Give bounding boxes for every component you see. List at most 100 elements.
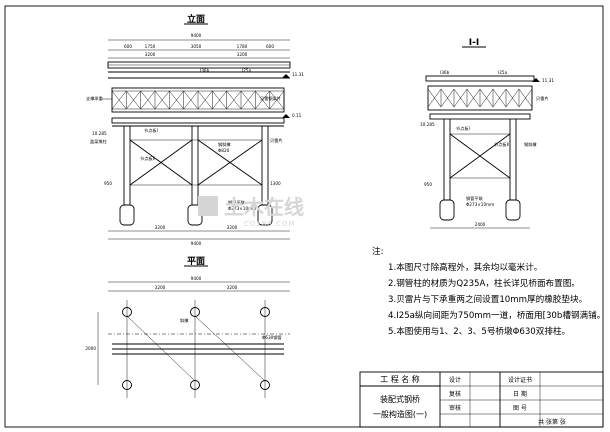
truss-panel-member — [183, 90, 199, 110]
plan-title: 平面 — [187, 256, 205, 267]
plan-label-brace: 斜撑 — [180, 317, 189, 324]
plan-height: 2000 — [85, 346, 96, 351]
elev-dim-total: 9400 — [191, 33, 202, 38]
elev-dim-span-5: 600 — [266, 44, 274, 49]
tb-role-1: 设计 — [449, 376, 461, 384]
section-label-truss: 贝雷片 — [536, 95, 549, 102]
section-label-brace: 钢斜撑 — [524, 141, 537, 148]
section-truss-panel-member — [479, 88, 494, 108]
elev-bottom-total: 9400 — [191, 241, 202, 246]
elev-dim-mid-2: 3200 — [237, 52, 248, 57]
section-truss-panel-member — [466, 88, 481, 108]
note-4: 4.I25a纵向间距为750mm一道，桥面用[30b槽钢满铺。 — [388, 309, 605, 321]
sheet-border — [4, 5, 604, 428]
plan-view: 平面 9400 3200 3200 斜撑 Φ630钢管 2000 — [85, 256, 290, 398]
section-h: 950 — [424, 182, 432, 187]
note-3: 3.贝雷片与下承重两之间设置10mm厚的橡胶垫块。 — [388, 293, 587, 305]
section-truss-panel-member — [518, 88, 533, 108]
section-label-node2: 节点板Ⅱ — [494, 141, 509, 148]
truss-panel-member — [126, 90, 141, 110]
plan-piles — [122, 300, 270, 398]
tb-field-2: 日 期 — [513, 390, 527, 398]
plan-dim-span-1: 3200 — [155, 285, 166, 290]
elev-h2: 1300 — [270, 181, 281, 186]
elev-h1: 950 — [104, 181, 112, 186]
tb-sheet: 共 张第 张 — [538, 418, 566, 426]
note-5: 5.本图使用与1、2、3、5号桥墩Φ630双排柱。 — [388, 325, 570, 337]
elevation-view: 立面 9400 600 1750 3050 1780 600 3200 3200… — [86, 13, 304, 246]
notes-heading: 注: — [372, 245, 384, 257]
section-width: 2400 — [475, 222, 486, 227]
elev-cap-beam — [111, 117, 285, 124]
elev-dim-span-2: 1750 — [145, 44, 156, 49]
truss-panel-member — [111, 90, 127, 110]
title-block: 工 程 名 称 装配式钢桥 一般构造图(一) 设计 复核 审核 设计证书 日 期… — [359, 371, 604, 428]
tb-role-2: 复核 — [449, 390, 461, 398]
elev-label-pile-top: 钢管平联 — [228, 199, 246, 206]
elev-level-2: 0.11 — [292, 113, 302, 118]
section-title: I-I — [469, 38, 479, 48]
truss-panel-member — [197, 90, 213, 110]
elev-label-brace2: Φ820 — [218, 148, 230, 153]
watermark: 土木在线 CO188.COM — [198, 195, 304, 228]
truss-panel-member — [140, 90, 156, 110]
section-label-node: 节点板Ⅰ — [456, 125, 470, 132]
section-label-pile: Φ273×10mm — [466, 202, 494, 207]
section-level: 11.31 — [542, 78, 554, 83]
truss-panel-member — [212, 90, 227, 110]
section-deck-1: I36b — [440, 70, 450, 75]
plan-label-pile: Φ630钢管 — [262, 334, 282, 341]
elev-label-node2: 节点板Ⅱ — [140, 155, 155, 162]
tb-drawing-name-2: 一般构造图(一) — [373, 409, 427, 419]
elev-dim-span-1: 600 — [124, 44, 132, 49]
elev-deck-label-2: I25a — [242, 68, 252, 73]
tb-project-label: 工 程 名 称 — [380, 374, 420, 384]
section-cap — [429, 113, 531, 120]
truss-panel-member — [240, 90, 256, 110]
elev-label-brace: 钢斜撑 — [218, 141, 231, 148]
section-truss-panel-member — [505, 88, 520, 108]
watermark-logo-icon — [198, 196, 218, 216]
plan-dim-span-2: 3200 — [227, 285, 238, 290]
elev-piles — [119, 126, 273, 226]
truss-panel-member — [169, 90, 184, 110]
elev-label-bailey: 贝雷钢梁片 — [260, 95, 281, 102]
elev-bottom-span-2: 3200 — [227, 225, 238, 230]
plan-dim-total: 9400 — [191, 276, 202, 281]
section-level-2: 10.285 — [420, 122, 435, 127]
section-truss-panel-member — [453, 88, 468, 108]
watermark-brand: 土木在线 — [224, 195, 304, 219]
truss-panel-member — [255, 90, 270, 110]
tb-role-3: 审核 — [449, 404, 461, 412]
elev-label-truss: 贝雷片 — [270, 137, 283, 144]
elev-bottom-span-1: 3200 — [155, 225, 166, 230]
elev-dim-span-4: 1780 — [237, 44, 248, 49]
tb-field-1: 设计证书 — [508, 376, 532, 384]
section-truss-panel-member — [427, 88, 442, 108]
elev-level-1: 11.31 — [292, 72, 304, 77]
truss-panel-member — [269, 90, 285, 110]
tb-drawing-name-1: 装配式钢桥 — [380, 394, 420, 404]
elev-label-pile: Φ273×10mm — [228, 206, 256, 211]
watermark-url: CO188.COM — [244, 220, 295, 228]
elev-label-pier: 盖梁墩柱 — [90, 138, 108, 145]
note-2: 2.钢管柱的材质为Q235A，柱长详见桥面布置图。 — [388, 277, 580, 289]
elev-label-support: 支撑承重 — [86, 95, 103, 102]
truss-panel-member — [154, 90, 170, 110]
tb-field-3: 图 号 — [513, 405, 527, 412]
section-view: I-I I36b I25a 11.31 贝雷片 10.285 节点板Ⅰ 节点板Ⅱ… — [420, 38, 554, 229]
truss-panel-member — [226, 90, 242, 110]
elev-dim-span-3: 3050 — [191, 44, 202, 49]
section-truss-panel-member — [440, 88, 455, 108]
elevation-title: 立面 — [187, 13, 205, 25]
section-deck-2: I25a — [498, 70, 508, 75]
note-1: 1.本图尺寸除高程外，其余均以毫米计。 — [388, 261, 542, 273]
elev-level-3: 10.285 — [92, 131, 107, 136]
section-truss-panel-member — [492, 88, 507, 108]
section-label-pile-top: 钢管平联 — [466, 195, 484, 202]
notes: 注: 1.本图尺寸除高程外，其余均以毫米计。 2.钢管柱的材质为Q235A，柱长… — [372, 245, 605, 337]
elev-dim-mid-1: 3200 — [145, 52, 156, 57]
elev-deck-label-1: I36b — [200, 68, 210, 73]
section-deck — [425, 75, 535, 82]
